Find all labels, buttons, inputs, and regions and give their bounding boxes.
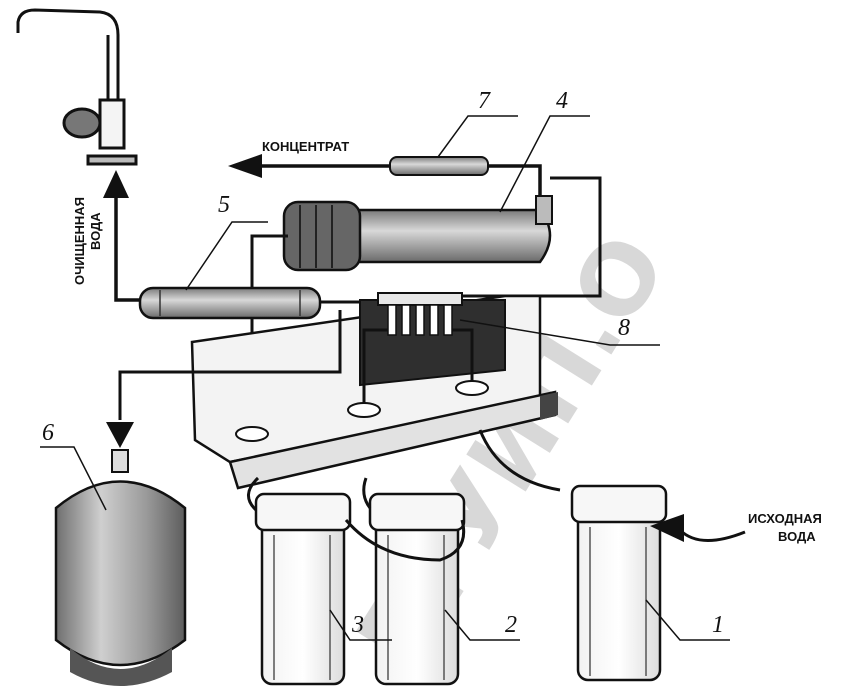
filter-housing-1 (570, 484, 668, 682)
bracket-hole-1 (235, 426, 269, 442)
purified-water-label-line1: ОЧИЩЕННАЯ (72, 197, 87, 285)
filter-hoses (247, 429, 561, 562)
source-water-label-line1: ИСХОДНАЯ (748, 511, 822, 526)
number-6: 6 (42, 420, 54, 446)
filter-housing-2 (368, 492, 466, 686)
mounting-bracket (190, 294, 558, 490)
faucet (16, 8, 138, 166)
source-water-label-line2: ВОДА (778, 529, 816, 544)
leader-2 (444, 609, 520, 641)
leader-8 (459, 319, 660, 346)
purified-water-line (114, 190, 148, 302)
membrane-housing (282, 195, 553, 272)
number-5: 5 (218, 192, 230, 218)
number-7: 7 (478, 88, 491, 114)
leader-4 (499, 115, 590, 213)
valve-manifold (377, 292, 463, 336)
number-4: 4 (556, 88, 568, 114)
manifold-lines (118, 310, 474, 420)
leader-7 (437, 115, 518, 158)
tank-arrow (106, 422, 134, 448)
number-8: 8 (618, 315, 630, 341)
purified-water-arrow (103, 170, 129, 198)
number-3: 3 (351, 612, 364, 638)
post-filter (138, 286, 322, 320)
number-2: 2 (505, 612, 517, 638)
number-1: 1 (712, 612, 724, 638)
bracket-hole-2 (347, 402, 381, 418)
storage-tank (54, 449, 187, 686)
source-water-arrow (650, 514, 684, 542)
purified-water-label: ОЧИЩЕННАЯ ВОДА (72, 197, 103, 285)
concentrate-label: КОНЦЕНТРАТ (262, 139, 349, 154)
filter-housing-3 (254, 492, 352, 686)
bracket-hole-3 (455, 380, 489, 396)
concentrate-arrow (228, 154, 262, 178)
leader-6 (40, 446, 107, 511)
flow-restrictor (389, 156, 489, 176)
leader-3 (329, 609, 392, 641)
leader-1 (645, 599, 730, 641)
concentrate-line (258, 164, 542, 196)
leader-5 (185, 221, 268, 291)
purified-water-label-line2: ВОДА (88, 212, 103, 250)
source-water-line (678, 528, 746, 542)
